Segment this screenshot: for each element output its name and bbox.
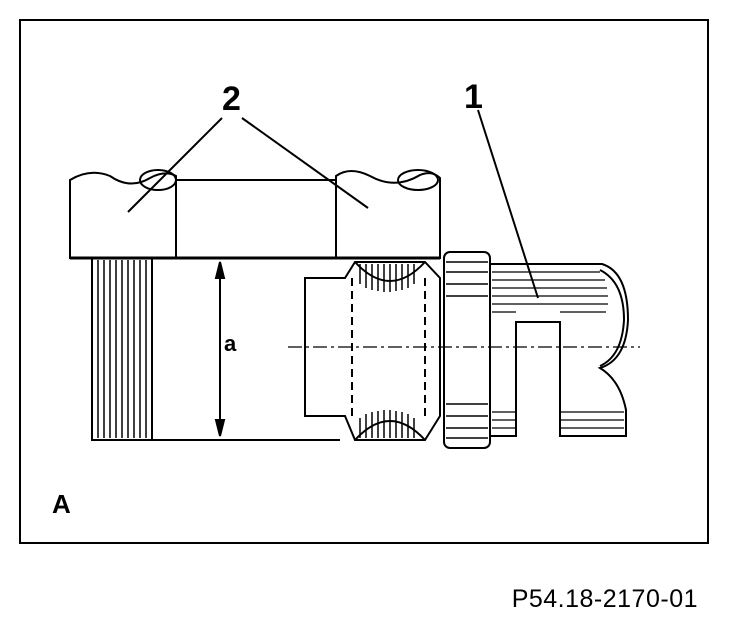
callout-2: 2 <box>222 80 241 118</box>
knurled-cylinder <box>91 257 340 441</box>
pressing-tool <box>69 169 441 260</box>
callout-1: 1 <box>464 78 483 116</box>
drawing-frame <box>19 19 709 544</box>
leader-lines <box>127 109 539 299</box>
insertion-tool <box>443 251 630 449</box>
dimension-a <box>214 261 226 437</box>
view-label: A <box>52 489 71 519</box>
bearing-section <box>304 261 441 441</box>
figure-id: P54.18-2170-01 <box>511 585 698 613</box>
dimension-label: a <box>222 331 239 356</box>
